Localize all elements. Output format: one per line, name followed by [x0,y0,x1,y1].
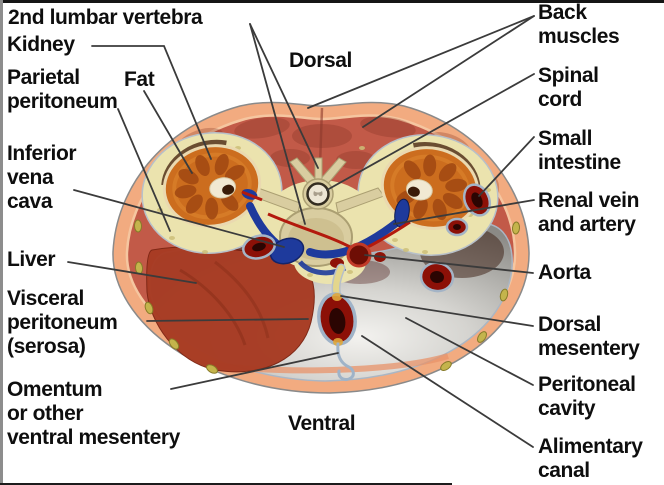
label-fat: Fat [124,68,155,91]
label-peritoneal-cavity: Peritoneal cavity [538,373,636,420]
label-liver: Liver [7,248,56,271]
label-dorsal: Dorsal [289,49,352,72]
label-2nd-lumbar-vertebra: 2nd lumbar vertebra [8,6,203,29]
leader-kidney [91,45,212,160]
label-visceral-peritoneum: Visceral peritoneum (serosa) [7,287,118,358]
frame-border-left [0,0,3,485]
leader-small-intestine [478,136,535,197]
alimentary-canal-shape [317,292,357,346]
label-dorsal-mesentery: Dorsal mesentery [538,313,640,360]
leader-aorta [364,254,534,274]
dorsal-midline-crease [318,107,324,166]
leader-liver [67,261,197,284]
leader-fat [143,90,193,174]
leader-peritoneal-cavity [405,317,534,386]
ventral-mesentery-shape [336,342,355,381]
leader-renal-vein-artery [393,199,535,225]
label-alimentary-canal: Alimentary canal [538,435,643,482]
leader-omentum [170,352,339,390]
kidney-right-shape [380,141,481,230]
leader-2nd-lumbar-vertebra-b [249,23,306,225]
leader-2nd-lumbar-vertebra-a [249,23,319,169]
leader-spinal-cord [326,73,535,191]
leader-visceral-peritoneum [146,318,309,322]
body-wall-fat-globules [133,219,521,374]
label-ventral: Ventral [288,412,356,435]
label-small-intestine: Small intestine [538,127,621,174]
leader-dorsal-mesentery [340,295,534,327]
frame-border-bottom [0,483,452,485]
leader-back-muscles-a [362,15,535,128]
label-parietal-peritoneum: Parietal peritoneum [7,66,118,113]
renal-vein-right-hilum [394,198,410,228]
leader-parietal-peritoneum [117,108,171,232]
label-back-muscles: Back muscles [538,1,620,48]
leader-inferior-vena-cava [73,189,285,248]
liver-shape [146,246,315,373]
frame-border-top [0,0,664,3]
label-aorta: Aorta [538,261,591,284]
label-spinal-cord: Spinal cord [538,64,599,111]
label-omentum: Omentum or other ventral mesentery [7,378,180,449]
renal-artery-left [267,212,353,250]
leader-alimentary-canal [361,335,534,448]
renal-artery-right [365,220,411,250]
leader-lines [67,15,535,448]
blood-vessels [246,198,411,276]
label-renal-vein-artery: Renal vein and artery [538,189,640,236]
label-inferior-vena-cava: Inferior vena cava [7,142,77,213]
leader-back-muscles-b [307,15,535,109]
label-kidney: Kidney [7,33,75,56]
